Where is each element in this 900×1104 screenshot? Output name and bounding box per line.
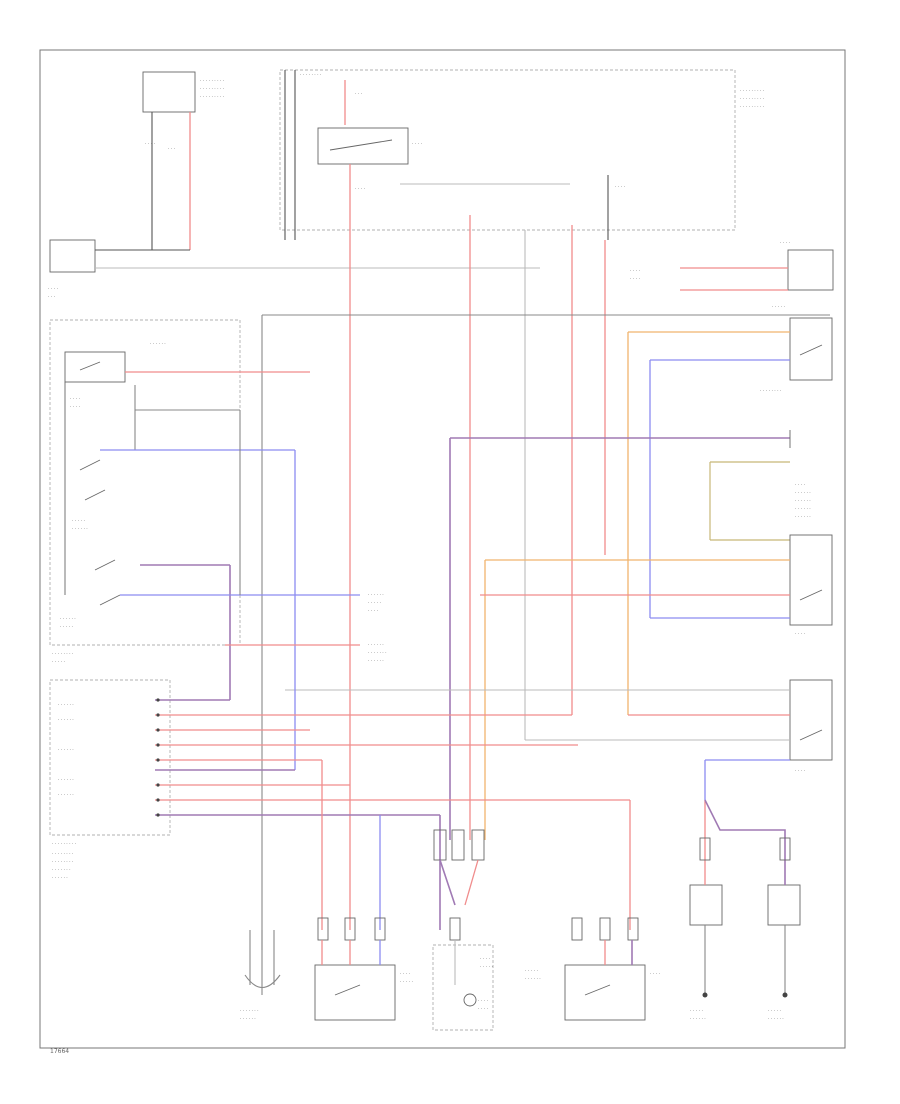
svg-text:· · · ·: · · · · bbox=[412, 142, 422, 147]
svg-text:· · · ·: · · · · bbox=[780, 241, 790, 246]
svg-text:· · · · · ·: · · · · · · bbox=[72, 527, 88, 532]
right-fog-light: · · · · · · · · · · · bbox=[704, 799, 801, 1022]
left-headlamp: · · · · · · · · · bbox=[314, 917, 413, 1021]
svg-text:· · · ·: · · · · bbox=[478, 1007, 488, 1012]
left-fog-light: · · · · · · · · · · · bbox=[689, 800, 723, 1022]
svg-text:· · · · · · ·: · · · · · · · bbox=[240, 1009, 259, 1014]
svg-text:· · · ·: · · · · bbox=[400, 972, 410, 977]
svg-text:· · · ·: · · · · bbox=[70, 405, 80, 410]
svg-text:· · · · ·: · · · · · bbox=[772, 305, 785, 310]
combination-switch: · · · · · · · · · · · · · · · · · · · · … bbox=[49, 319, 387, 770]
svg-text:· · · · · · · ·: · · · · · · · · bbox=[760, 389, 781, 394]
svg-text:· · · · · · · · ·: · · · · · · · · · bbox=[200, 79, 224, 84]
svg-text:· · · · ·: · · · · · bbox=[52, 660, 65, 665]
svg-text:· · · · ·: · · · · · bbox=[368, 601, 381, 606]
svg-text:· · · · · ·: · · · · · · bbox=[795, 515, 811, 520]
svg-text:· · · ·: · · · · bbox=[368, 609, 378, 614]
svg-text:· · · · · ·: · · · · · · bbox=[240, 1017, 256, 1022]
fog-light-relay-right-top: · · · · · · · · · · · · bbox=[630, 241, 834, 291]
svg-text:· · · ·: · · · · bbox=[145, 142, 155, 147]
svg-text:· · · · · ·: · · · · · · bbox=[58, 778, 74, 783]
svg-text:· · · ·: · · · · bbox=[795, 632, 805, 637]
svg-text:· · · · ·: · · · · · bbox=[400, 980, 413, 985]
svg-text:· · · ·: · · · · bbox=[478, 999, 488, 1004]
svg-text:· · · ·: · · · · bbox=[615, 185, 625, 190]
svg-text:· · · · · ·: · · · · · · bbox=[150, 342, 166, 347]
control-unit: · · · · · · · · · · · · · · · · · · · · … bbox=[49, 679, 631, 930]
svg-text:· · · · · ·: · · · · · · bbox=[58, 703, 74, 708]
diagram-code: 17664 bbox=[50, 1048, 69, 1055]
svg-text:· · · · · ·: · · · · · · bbox=[690, 1017, 706, 1022]
svg-text:· · · · · · · ·: · · · · · · · · bbox=[300, 73, 321, 78]
fog-light-fuse-block: · · · · · · · bbox=[48, 239, 540, 300]
svg-text:· · · · · · · ·: · · · · · · · · bbox=[52, 852, 73, 857]
svg-text:· · · · · ·: · · · · · · bbox=[52, 876, 68, 881]
svg-text:· · · ·: · · · · bbox=[630, 277, 640, 282]
svg-text:· · · · · ·: · · · · · · bbox=[58, 793, 74, 798]
svg-text:· · · · ·: · · · · · bbox=[60, 625, 73, 630]
svg-text:· · ·: · · · bbox=[168, 147, 175, 152]
svg-text:· · · · ·: · · · · · bbox=[690, 1009, 703, 1014]
fog-light-switch-bottom: · · · · · · · · · · · · · · · · · bbox=[432, 917, 494, 1031]
svg-text:· · · · ·: · · · · · bbox=[480, 965, 493, 970]
diagram-border bbox=[39, 49, 846, 1049]
svg-text:· · · · ·: · · · · · bbox=[768, 1009, 781, 1014]
svg-text:· · · · · · · · ·: · · · · · · · · · bbox=[740, 97, 764, 102]
ground-connector: · · · · · · · · · · · · · bbox=[240, 930, 281, 1022]
svg-text:· · · · · ·: · · · · · · bbox=[368, 643, 384, 648]
svg-text:· · · · · ·: · · · · · · bbox=[58, 718, 74, 723]
svg-text:· · · · · ·: · · · · · · bbox=[60, 617, 76, 622]
svg-text:· · · · · · · · ·: · · · · · · · · · bbox=[200, 95, 224, 100]
svg-text:· · · ·: · · · · bbox=[795, 769, 805, 774]
svg-text:· · · · ·: · · · · · bbox=[72, 519, 85, 524]
svg-text:· · · · · ·: · · · · · · bbox=[58, 748, 74, 753]
svg-text:· · · ·: · · · · bbox=[650, 972, 660, 977]
svg-text:· · ·: · · · bbox=[355, 92, 362, 97]
svg-text:· · · · ·: · · · · · bbox=[525, 969, 538, 974]
svg-text:· · · · · · · · ·: · · · · · · · · · bbox=[740, 89, 764, 94]
svg-text:· · · ·: · · · · bbox=[355, 187, 365, 192]
svg-text:· · · ·: · · · · bbox=[795, 483, 805, 488]
svg-text:· · · · · · ·: · · · · · · · bbox=[52, 868, 71, 873]
top-fuse-relay-box: · · · · · · · · · · · · · · · · · · · · … bbox=[279, 69, 764, 245]
top-left-fuse-block: · · · · · · · · · · · · · · · · · · · · … bbox=[142, 71, 224, 250]
fog-light-switch: · · · · · · · · · · · · · bbox=[627, 305, 833, 715]
fog-light-relay-right-bottom: · · · · bbox=[285, 679, 833, 800]
svg-text:· · ·: · · · bbox=[48, 295, 55, 300]
fog-light-indicator-module: · · · · · · · · · · · · · · · · · · · · … bbox=[449, 430, 811, 840]
svg-text:· · · ·: · · · · bbox=[48, 287, 58, 292]
svg-text:· · · · · · · ·: · · · · · · · · bbox=[52, 652, 73, 657]
svg-text:· · · · · ·: · · · · · · bbox=[795, 491, 811, 496]
svg-text:· · · ·: · · · · bbox=[70, 397, 80, 402]
svg-text:· · · · · ·: · · · · · · bbox=[795, 499, 811, 504]
svg-text:· · · ·: · · · · bbox=[630, 269, 640, 274]
svg-text:· · · · · · · · ·: · · · · · · · · · bbox=[200, 87, 224, 92]
svg-text:· · · · · ·: · · · · · · bbox=[525, 977, 541, 982]
svg-text:· · · · · · ·: · · · · · · · bbox=[368, 651, 387, 656]
svg-text:· · · ·: · · · · bbox=[480, 957, 490, 962]
connector-bundle-center bbox=[433, 829, 485, 906]
svg-text:· · · · · ·: · · · · · · bbox=[768, 1017, 784, 1022]
svg-text:· · · · · ·: · · · · · · bbox=[368, 593, 384, 598]
svg-text:· · · · · · · ·: · · · · · · · · bbox=[52, 860, 73, 865]
fog-light-relay-right-middle: · · · · bbox=[480, 534, 833, 840]
right-headlamp: · · · · · · · · · · · · · · · bbox=[525, 917, 660, 1021]
svg-text:· · · · · · · · ·: · · · · · · · · · bbox=[740, 105, 764, 110]
relay bbox=[317, 127, 409, 165]
svg-text:· · · · · ·: · · · · · · bbox=[795, 507, 811, 512]
svg-text:· · · · · ·: · · · · · · bbox=[368, 659, 384, 664]
svg-text:· · · · · · · · ·: · · · · · · · · · bbox=[52, 842, 76, 847]
